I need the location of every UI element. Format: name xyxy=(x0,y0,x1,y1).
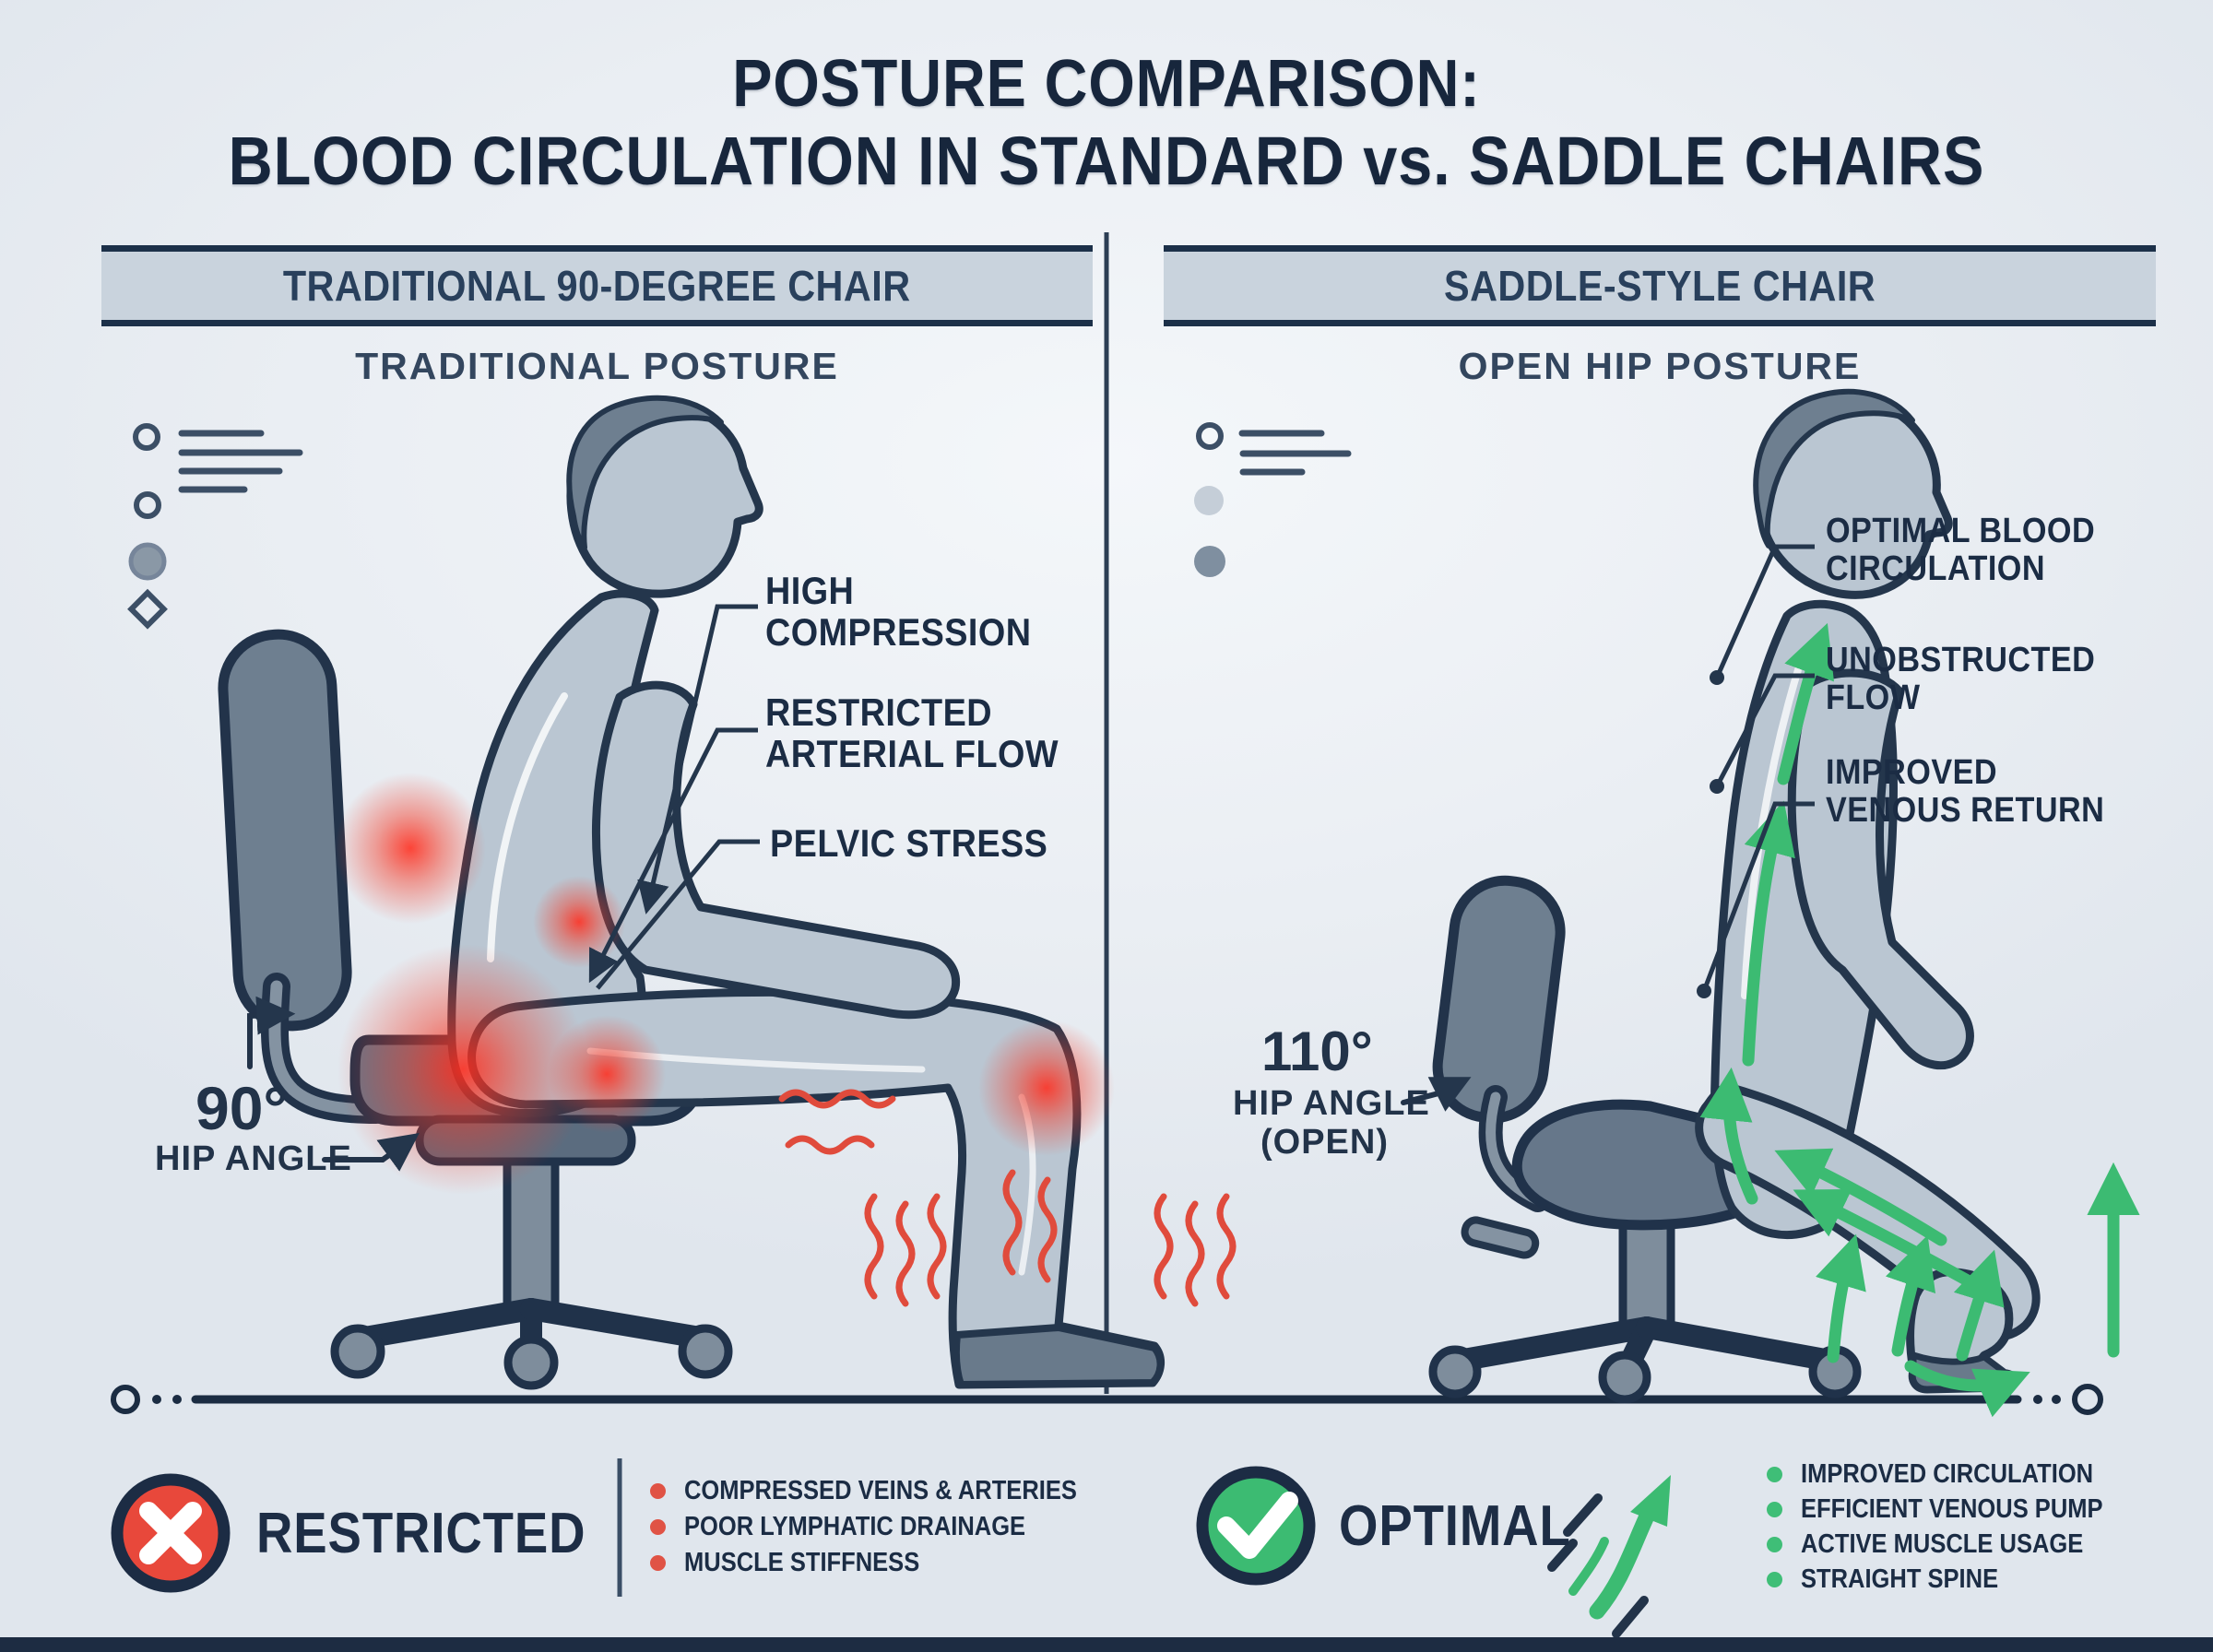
list-item-text: ACTIVE MUSCLE USAGE xyxy=(1801,1528,2084,1559)
right-panel-subtitle: OPEN HIP POSTURE xyxy=(1458,345,1862,387)
right-verdict-text: OPTIMAL xyxy=(1339,1494,1571,1558)
left-panel-header: TRADITIONAL 90-DEGREE CHAIR xyxy=(101,245,1093,326)
main-title-line1: POSTURE COMPARISON: xyxy=(0,46,2213,122)
bullet-dot-icon xyxy=(1767,1536,1782,1552)
list-item-text: POOR LYMPHATIC DRAINAGE xyxy=(684,1512,1026,1541)
bullet-dot-icon xyxy=(1767,1501,1782,1517)
left-panel-header-text: TRADITIONAL 90-DEGREE CHAIR xyxy=(283,262,911,310)
callout-improved-venous-return: IMPROVED VENOUS RETURN xyxy=(1826,754,2136,830)
right-summary-list: IMPROVED CIRCULATION EFFICIENT VENOUS PU… xyxy=(1767,1457,2144,1597)
list-item-text: STRAIGHT SPINE xyxy=(1801,1564,1999,1594)
decorative-glyphs-left xyxy=(127,423,303,630)
callout-text: OPTIMAL BLOOD CIRCULATION xyxy=(1826,512,2096,588)
list-item: COMPRESSED VEINS & ARTERIES xyxy=(650,1473,1130,1509)
right-panel-header: SADDLE-STYLE CHAIR xyxy=(1164,245,2156,326)
bottom-border-strip xyxy=(0,1637,2213,1652)
left-hip-angle-label: HIP ANGLE xyxy=(155,1139,352,1178)
left-hip-angle-value: 90° xyxy=(195,1074,288,1142)
stress-squiggles xyxy=(778,1089,1237,1307)
deco-diamond-icon xyxy=(127,588,168,630)
list-item: IMPROVED CIRCULATION xyxy=(1767,1457,2144,1492)
callout-pelvic-stress: PELVIC STRESS xyxy=(770,822,1079,864)
right-panel-header-text: SADDLE-STYLE CHAIR xyxy=(1443,262,1876,310)
main-title-line2: BLOOD CIRCULATION IN STANDARD vs. SADDLE… xyxy=(0,122,2213,200)
list-item: ACTIVE MUSCLE USAGE xyxy=(1767,1527,2144,1562)
left-summary-list: COMPRESSED VEINS & ARTERIES POOR LYMPHAT… xyxy=(650,1473,1130,1581)
list-item-text: EFFICIENT VENOUS PUMP xyxy=(1801,1493,2103,1524)
bullet-dot-icon xyxy=(1767,1466,1782,1482)
bullet-dot-icon xyxy=(1767,1571,1782,1587)
list-item: EFFICIENT VENOUS PUMP xyxy=(1767,1492,2144,1527)
circulation-flow-arrows xyxy=(1699,622,2140,1418)
left-verdict-text: RESTRICTED xyxy=(256,1502,586,1565)
list-item: MUSCLE STIFFNESS xyxy=(650,1545,1130,1581)
check-icon xyxy=(1196,1466,1316,1586)
list-item-text: MUSCLE STIFFNESS xyxy=(684,1548,920,1577)
deco-dot-icon xyxy=(128,542,167,581)
callout-text: RESTRICTED ARTERIAL FLOW xyxy=(765,690,1059,775)
list-item: POOR LYMPHATIC DRAINAGE xyxy=(650,1509,1130,1545)
bullet-dot-icon xyxy=(650,1555,666,1571)
compression-heat-spots xyxy=(335,773,1115,1195)
callout-text: HIGH COMPRESSION xyxy=(765,569,1032,654)
list-item-text: IMPROVED CIRCULATION xyxy=(1801,1458,2094,1489)
left-verdict: RESTRICTED xyxy=(256,1501,631,1566)
deco-dot-icon xyxy=(1194,546,1225,577)
callout-restricted-arterial-flow: RESTRICTED ARTERIAL FLOW xyxy=(765,691,1091,774)
callout-optimal-blood-circulation: OPTIMAL BLOOD CIRCULATION xyxy=(1826,513,2125,588)
left-panel-subtitle: TRADITIONAL POSTURE xyxy=(355,345,839,387)
right-hip-angle-sub: (OPEN) xyxy=(1260,1123,1389,1162)
callout-high-compression: HIGH COMPRESSION xyxy=(765,570,1061,653)
growth-arrow-icon xyxy=(1547,1475,1671,1638)
left-leader-lines xyxy=(588,604,760,990)
x-icon xyxy=(111,1473,231,1593)
right-leader-lines xyxy=(1697,544,1815,998)
main-title-line1-text: POSTURE COMPARISON: xyxy=(732,47,1481,121)
callout-text: PELVIC STRESS xyxy=(770,821,1048,865)
callout-text: IMPROVED VENOUS RETURN xyxy=(1826,753,2105,830)
list-item: STRAIGHT SPINE xyxy=(1767,1562,2144,1597)
right-hip-angle-arrow xyxy=(1401,1077,1472,1112)
list-item-text: COMPRESSED VEINS & ARTERIES xyxy=(684,1476,1077,1505)
deco-circle-icon xyxy=(1196,422,1224,450)
right-hip-angle-label: HIP ANGLE xyxy=(1233,1084,1430,1123)
main-title-line2-text: BLOOD CIRCULATION IN STANDARD vs. SADDLE… xyxy=(228,123,1985,199)
decorative-glyphs-right xyxy=(1194,422,1352,577)
deco-dot-icon xyxy=(1194,486,1224,515)
callout-text: UNOBSTRUCTED FLOW xyxy=(1826,641,2096,717)
deco-circle-icon xyxy=(134,491,161,519)
ground-line xyxy=(111,1384,2103,1415)
deco-circle-icon xyxy=(133,423,160,451)
right-verdict: OPTIMAL xyxy=(1339,1493,1603,1559)
bullet-dot-icon xyxy=(650,1519,666,1535)
bullet-dot-icon xyxy=(650,1483,666,1499)
callout-unobstructed-flow: UNOBSTRUCTED FLOW xyxy=(1826,642,2125,717)
right-hip-angle-value: 110° xyxy=(1261,1021,1373,1082)
left-hip-angle-arrows xyxy=(247,996,420,1172)
